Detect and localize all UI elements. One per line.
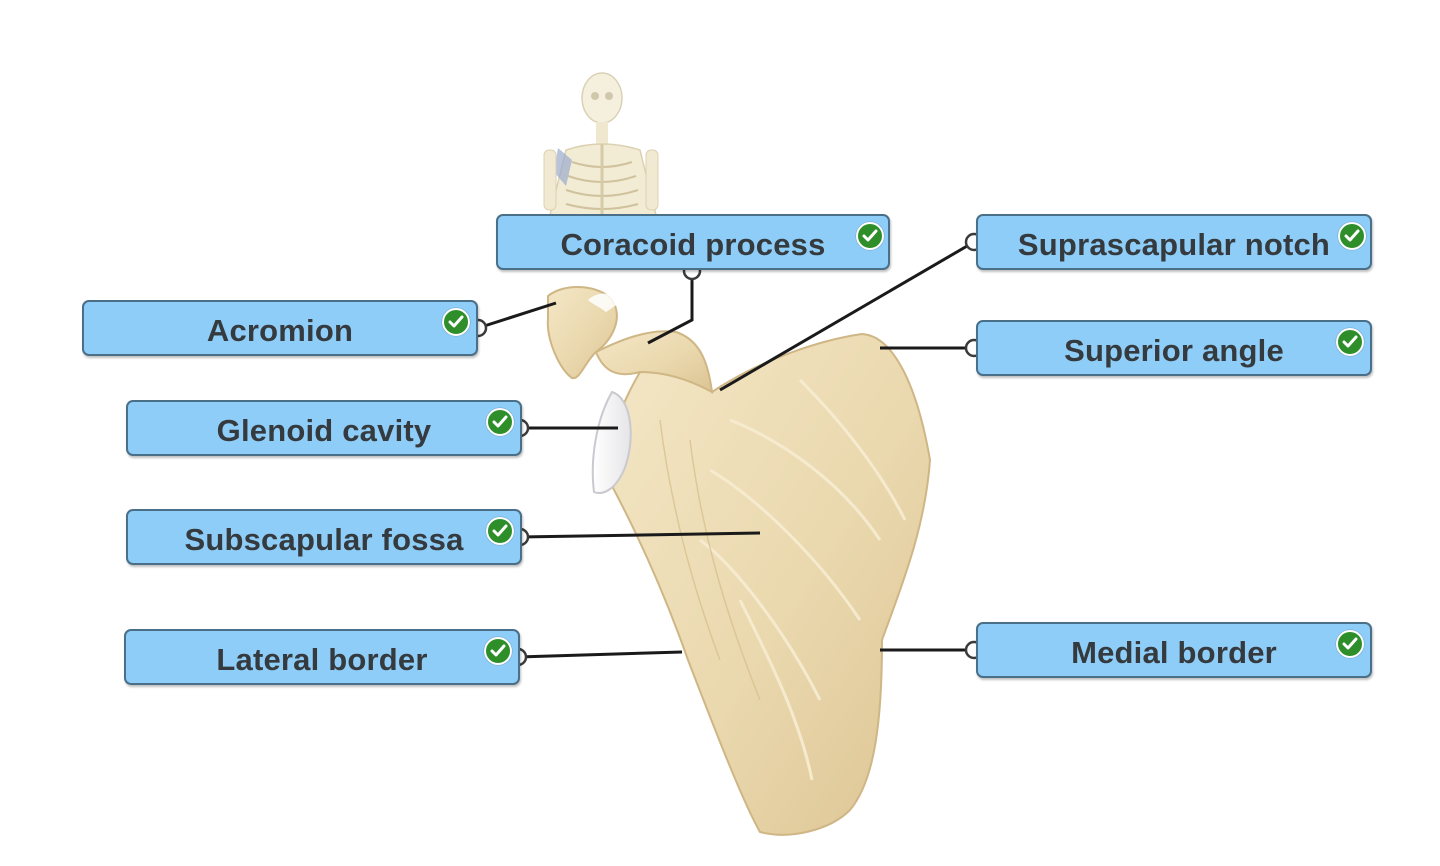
label-text: Subscapular fossa	[184, 522, 464, 557]
leader-line-subscapular-fossa	[519, 531, 761, 539]
label-glenoid-cavity[interactable]: Glenoid cavity	[126, 400, 522, 456]
leader-line-acromion	[477, 301, 557, 330]
label-subscapular-fossa[interactable]: Subscapular fossa	[126, 509, 522, 565]
check-circle-icon	[1338, 222, 1366, 250]
label-text: Lateral border	[216, 642, 428, 677]
check-circle-icon	[486, 408, 514, 436]
check-circle-icon	[484, 637, 512, 665]
check-circle-icon	[1336, 630, 1364, 658]
label-text: Suprascapular notch	[1017, 227, 1331, 262]
label-text: Acromion	[206, 313, 354, 348]
check-circle-icon	[856, 222, 884, 250]
skeleton-locator-icon	[543, 72, 659, 216]
label-lateral-border[interactable]: Lateral border	[124, 629, 520, 685]
label-suprascapular-notch[interactable]: Suprascapular notch	[976, 214, 1372, 270]
label-medial-border[interactable]: Medial border	[976, 622, 1372, 678]
leader-lines	[477, 240, 975, 659]
label-text: Superior angle	[1064, 333, 1284, 368]
label-text: Coracoid process	[560, 227, 826, 262]
scapula-bone	[546, 285, 932, 836]
leader-line-suprascapular-notch	[719, 240, 975, 392]
check-circle-icon	[1336, 328, 1364, 356]
label-text: Medial border	[1071, 635, 1277, 670]
check-circle-icon	[486, 517, 514, 545]
label-superior-angle[interactable]: Superior angle	[976, 320, 1372, 376]
label-text: Glenoid cavity	[216, 413, 432, 448]
leader-line-coracoid-process	[647, 271, 694, 345]
label-coracoid-process[interactable]: Coracoid process	[496, 214, 890, 270]
leader-line-lateral-border	[517, 650, 683, 659]
check-circle-icon	[442, 308, 470, 336]
label-acromion[interactable]: Acromion	[82, 300, 478, 356]
